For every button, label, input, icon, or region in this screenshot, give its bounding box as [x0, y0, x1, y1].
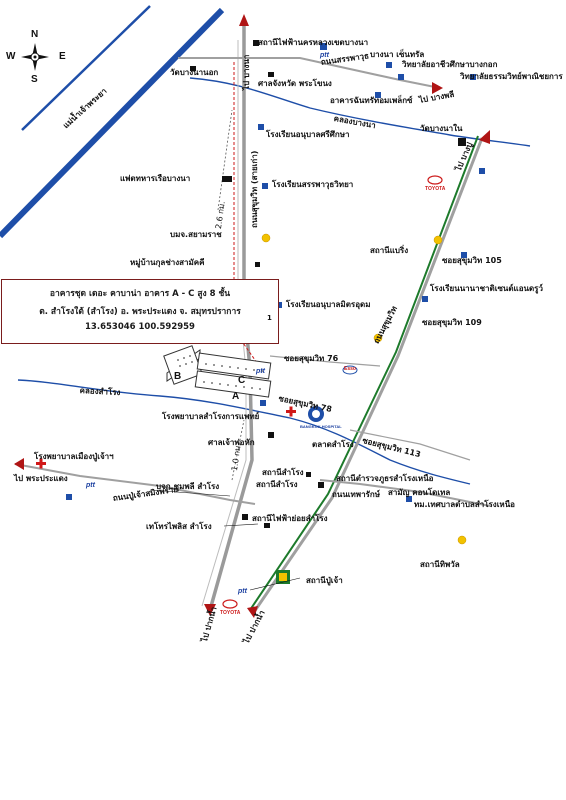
- sanphawut-road: [178, 57, 441, 89]
- building-c-label: C: [238, 375, 246, 386]
- road-theparak-label: ถนนเทพารักษ์: [332, 490, 380, 499]
- compass-rose: [21, 43, 49, 71]
- shell-icons: [261, 233, 467, 545]
- place-hospital-samrong: โรงพยาบาลสำโรงการแพทย์: [162, 412, 260, 421]
- bangkok-hospital-icon: [308, 406, 324, 422]
- place-samrong-market: ตลาดสำโรง: [312, 440, 354, 449]
- building-a-label: A: [232, 391, 240, 402]
- compass-west: W: [6, 51, 16, 62]
- project-address: ต. สำโรงใต้ (สำโรง) อ. พระประแดง จ. สมุท…: [39, 307, 241, 317]
- place-school-sanphawut: โรงเรียนสรรพาวุธวิทยา: [272, 180, 354, 189]
- place-village-chang: หมู่บ้านกุลช่างสามัคคี: [130, 258, 205, 267]
- place-bearing-stn: สถานีแบริ่ง: [370, 246, 409, 255]
- theparak-road: [319, 479, 491, 507]
- place-wat-bangnanok: วัดบางนานอก: [170, 68, 219, 77]
- road-arrows: [14, 14, 490, 618]
- sukhumvit-road: [249, 135, 484, 613]
- phuchao-road: [14, 463, 256, 505]
- esso-logo: Esso: [344, 366, 356, 372]
- place-tesco: เทโทรไพลิส สำโรง: [146, 522, 212, 531]
- ptt-logo-4: ptt: [238, 588, 247, 595]
- road-to-bangna-label: ไป บางนา: [242, 54, 251, 90]
- road-to-phrapradaeng-label: ไป พระประแดง: [14, 474, 68, 483]
- place-thiphawan: สถานีทิพวัล: [420, 560, 460, 569]
- place-bldg-trade: อาคารฉันทรัทอมเพล็กซ์: [330, 96, 413, 105]
- soi-sukhumvit-76: [269, 355, 381, 367]
- esso-icon: [342, 365, 358, 375]
- place-sub-samrong: สถานีไฟฟ้าย่อยสำโรง: [252, 514, 328, 523]
- place-hospital-pujao: โรงพยาบาลเมืองปู่เจ้าฯ: [34, 452, 114, 461]
- project-coordinates: 13.653046 100.592959: [85, 322, 195, 332]
- place-navy-dock: แพ่ตทหารเรือบางนา: [120, 174, 191, 183]
- ptt-logo-2: ptt: [256, 368, 265, 375]
- building-icons: [66, 43, 485, 502]
- hospital-cross-icons: [36, 406, 296, 469]
- compass-south: S: [31, 74, 38, 85]
- place-samrong-stn-2: สถานีสำโรง: [256, 480, 298, 489]
- compass-north: N: [31, 29, 39, 40]
- bangkok-hospital-logo: BANGKOK HOSPITAL: [300, 424, 342, 429]
- toyota-logo-1: TOYOTA: [425, 186, 446, 192]
- canal-samrong-label: คลองสำโรง: [79, 385, 121, 398]
- place-intl-school: โรงเรียนนานาชาติเซนต์แอนดรูว์: [430, 284, 543, 293]
- ptt-logo-1: ptt: [320, 52, 329, 59]
- place-school-mitrudom: โรงเรียนอนุบาลมิตรอุดม: [286, 300, 371, 309]
- marker-1-label: 1: [267, 314, 272, 322]
- project-name: อาคารชุด เดอะ คาบาน่า อาคาร A - C สูง 8 …: [49, 289, 231, 299]
- place-samrong-stn: สถานีสำโรง: [262, 468, 304, 477]
- place-tessaban: ทม.เทศบาลตำบลสำโรงเหนือ: [414, 500, 515, 509]
- place-bangna-central: บางนา เซ็นทรัล: [370, 50, 425, 59]
- place-bkc: บจก.ชุมพลี สำโรง: [156, 482, 220, 491]
- place-samrong-condo: สามัญ คอนโดเทล: [388, 488, 451, 497]
- place-pujao-stn: สถานีปู่เจ้า: [306, 576, 343, 585]
- toyota-icons: [222, 175, 443, 609]
- ptt-logo-3: ptt: [86, 482, 95, 489]
- place-court: ศาลจังหวัด พระโขนง: [258, 79, 332, 88]
- place-school-srisuksa: โรงเรียนอนุบาลศรีศึกษา: [266, 130, 350, 139]
- samrong-canal: [17, 379, 471, 485]
- pointer-lines: [149, 489, 301, 591]
- road-soi-76-label: ซอยสุขุมวิท 76: [284, 354, 339, 363]
- compass-east: E: [59, 51, 66, 62]
- place-tech-college: วิทยาลัยอาชีวศึกษาบางกอก: [402, 60, 498, 69]
- place-commerce-college: วิทยาลัยธรรมวิทย์พาณิชยการ: [460, 72, 563, 81]
- project-info-box: อาคารชุด เดอะ คาบาน่า อาคาร A - C สูง 8 …: [1, 279, 279, 344]
- distance-line-1: [217, 109, 233, 211]
- road-soi-109-label: ซอยสุขุมวิท 109: [422, 318, 482, 327]
- place-sub-bangna: สถานีไฟฟ้านครหลวงเขตบางนา: [258, 38, 369, 47]
- place-police: สถานีตำรวจภูธรสำโรงเหนือ: [336, 474, 434, 483]
- road-old-sukhumvit-label: ถนนสุขุมวิท (สายเก่า): [250, 150, 259, 228]
- road-soi-105-label: ซอยสุขุมวิท 105: [442, 256, 502, 265]
- place-shrine: ศาลเจ้าพ่อหัก: [208, 438, 255, 447]
- project-buildings: [163, 345, 272, 398]
- place-wat-bangnanai: วัดบางนาใน: [420, 124, 463, 133]
- toyota-logo-2: TOYOTA: [220, 610, 241, 616]
- chao-phraya-river: [0, 5, 225, 239]
- landmark-icons: [190, 40, 466, 528]
- place-bmj: บมจ.สยามราช: [170, 230, 222, 239]
- building-b-label: B: [174, 371, 182, 382]
- store-icon: [276, 570, 290, 584]
- soi-sukhumvit-113: [349, 429, 471, 461]
